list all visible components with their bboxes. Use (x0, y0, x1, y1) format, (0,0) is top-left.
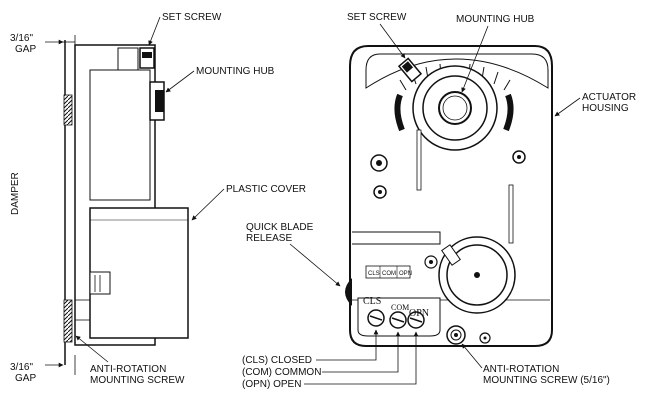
housing-screw-mid (373, 185, 387, 199)
gap-top-label: 3/16"GAP (10, 33, 36, 55)
set-screw-side (139, 47, 155, 69)
damper-label: DAMPER (10, 172, 21, 215)
opn-open-label: (OPN) OPEN (242, 379, 301, 390)
damper-gasket-bottom (63, 299, 73, 343)
damper-gasket-top (63, 94, 73, 126)
svg-text:OPN: OPN (399, 271, 412, 277)
terminal-cls-label: CLS (363, 296, 381, 307)
com-common-label: (COM) COMMON (242, 367, 321, 378)
terminal-opn[interactable] (407, 311, 425, 329)
terminal-com-label: COM (391, 303, 409, 312)
small-terminal-labels: CLS COM OPN (365, 265, 412, 279)
mounting-hub-side (149, 81, 165, 121)
terminal-opn-label: OPN (409, 308, 429, 319)
actuator-side-top-block (117, 47, 139, 71)
svg-text:COM: COM (382, 271, 396, 277)
quick-blade-release-dial[interactable] (438, 236, 516, 314)
actuator-side-front (89, 69, 151, 201)
bottom-right-screw (479, 332, 491, 344)
side-view: 3/16"GAP 3/16"GAP DAMPER SET SCREW MOUNT… (10, 12, 306, 386)
mounting-hub-front-label: MOUNTING HUB (456, 14, 535, 25)
set-screw-side-label: SET SCREW (162, 12, 222, 23)
svg-text:CLS: CLS (368, 271, 380, 277)
housing-screw-right (512, 150, 526, 164)
cls-closed-label: (CLS) CLOSED (242, 355, 312, 366)
mounting-hub-front (412, 65, 498, 151)
gap-bottom-label: 3/16"GAP (10, 362, 36, 384)
set-screw-front (397, 57, 423, 83)
anti-rotation-screw-front (446, 325, 466, 345)
terminal-cls[interactable] (367, 309, 385, 327)
terminal-com[interactable] (389, 311, 407, 329)
mounting-hub-side-label: MOUNTING HUB (196, 66, 275, 77)
housing-screw-left (370, 154, 388, 172)
dial-pivot-screw (424, 255, 438, 269)
plastic-cover-label: PLASTIC COVER (226, 184, 306, 195)
set-screw-front-label: SET SCREW (347, 12, 407, 23)
front-view: CLS COM OPN (242, 12, 636, 390)
quick-blade-release-knob[interactable] (345, 278, 352, 306)
